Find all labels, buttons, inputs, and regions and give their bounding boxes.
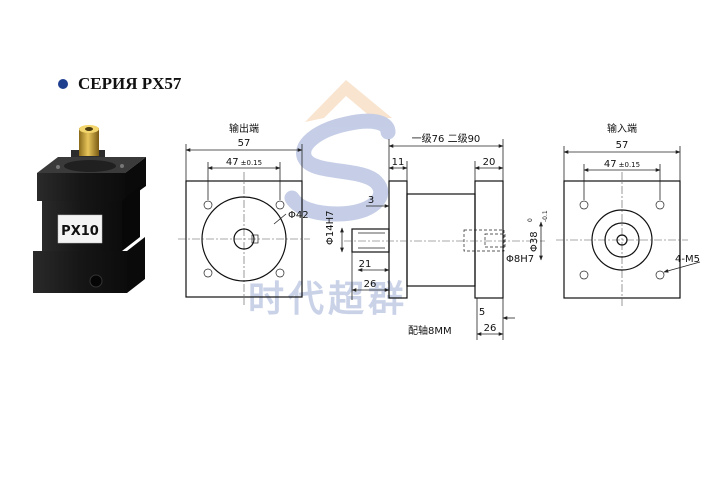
output-dim-hole-spacing: 47±0.15 [226, 157, 262, 168]
output-dim-pilot: Φ42 [288, 210, 309, 221]
side-dim-input-boss-tol-upper: 0 [527, 218, 534, 222]
side-dim-shaft-dia: Φ14H7 [325, 211, 336, 245]
side-view [340, 139, 545, 340]
output-view-caption: 输出端 [229, 122, 259, 135]
side-dim-shaft-offset: 3 [368, 195, 374, 206]
input-dim-overall: 57 [616, 140, 629, 151]
series-title-text: СЕРИЯ PX57 [78, 74, 182, 93]
bullet-icon [58, 79, 68, 89]
side-dim-input-dia: Φ8H7 [506, 254, 534, 265]
side-dim-input-length: 26 [484, 323, 497, 334]
output-end-view [178, 144, 310, 305]
side-dim-shaft-length: 26 [364, 279, 377, 290]
side-dim-rear-flange: 20 [483, 157, 496, 168]
input-end-view [556, 146, 701, 306]
side-dim-flange-thickness: 11 [392, 157, 405, 168]
input-dim-hole-spacing: 47±0.15 [604, 159, 640, 170]
output-dim-overall: 57 [238, 138, 251, 149]
side-dim-length: 一级76 二级90 [412, 133, 481, 145]
input-dim-holes: 4-M5 [675, 254, 700, 265]
watermark-text: 时代超群 [248, 279, 408, 320]
series-title: СЕРИЯ PX57 [58, 74, 181, 94]
product-photo [33, 125, 146, 293]
side-dim-key-length: 21 [359, 259, 372, 270]
watermark-logo [284, 80, 396, 222]
side-dim-input-boss: Φ38 [529, 231, 540, 252]
side-caption-shaft: 配轴8MM [408, 324, 452, 337]
side-dim-input-depth: 5 [479, 307, 485, 318]
photo-model-label: PX10 [61, 224, 99, 239]
side-dim-input-boss-tol-lower: -0.1 [542, 210, 549, 222]
input-view-caption: 输入端 [607, 122, 637, 135]
